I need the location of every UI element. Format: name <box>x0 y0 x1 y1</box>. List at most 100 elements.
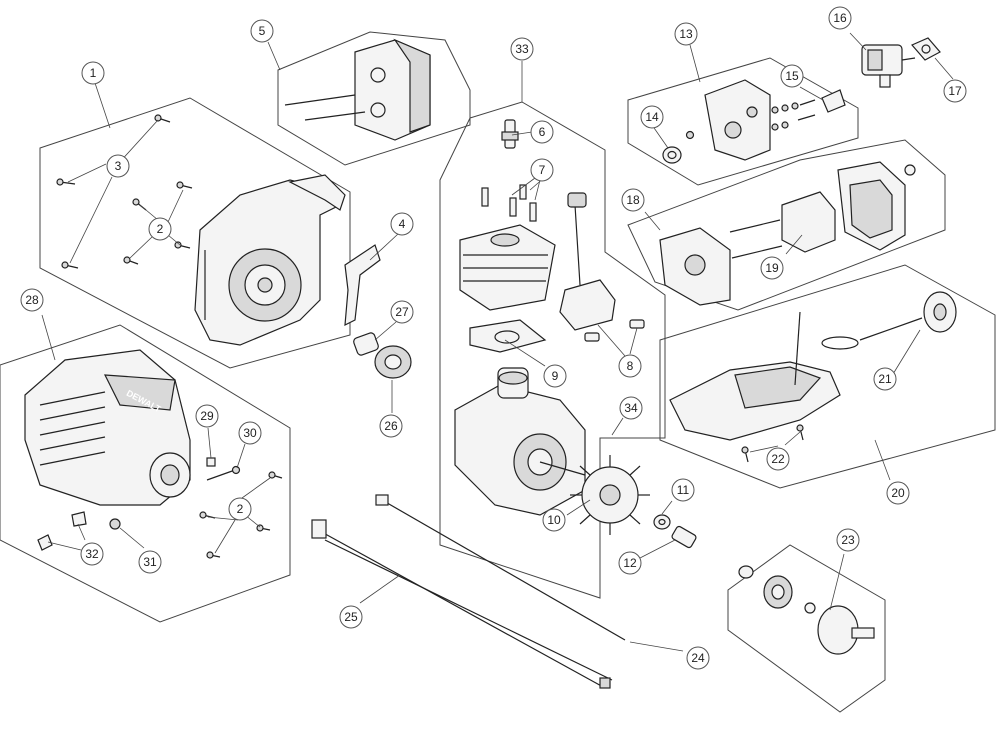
svg-text:2: 2 <box>237 502 244 516</box>
callout-30: 30 <box>238 421 262 445</box>
svg-text:24: 24 <box>691 651 705 665</box>
group-outline-fuel-tank <box>659 264 996 489</box>
callout-5: 5 <box>250 19 274 43</box>
svg-text:13: 13 <box>679 27 693 41</box>
callout-25: 25 <box>339 605 363 629</box>
air-filter-19-part <box>729 191 836 259</box>
callout-21: 21 <box>873 367 897 391</box>
screws-22-part <box>741 424 804 463</box>
callout-15: 15 <box>780 64 804 88</box>
group-outline-muffler <box>277 31 471 166</box>
muffler-shield-13-part <box>704 79 771 161</box>
callout-10: 10 <box>542 508 566 532</box>
callout-17: 17 <box>943 79 967 103</box>
callout-31: 31 <box>138 550 162 574</box>
leader-lines <box>41 32 954 652</box>
callout-23: 23 <box>836 528 860 552</box>
svg-text:4: 4 <box>399 217 406 231</box>
svg-text:33: 33 <box>515 42 529 56</box>
callout-6: 6 <box>530 120 554 144</box>
crankcase-part <box>454 367 586 516</box>
svg-text:30: 30 <box>243 426 257 440</box>
svg-text:16: 16 <box>833 11 847 25</box>
callout-2-lower: 2 <box>228 497 252 521</box>
fuel-tank-20-part <box>669 311 841 441</box>
air-filter-cover-part <box>837 161 916 251</box>
coil-26-part <box>374 345 412 379</box>
callout-16: 16 <box>828 6 852 30</box>
air-filter-base-18-part <box>659 227 731 306</box>
group-outline-fan-housing <box>0 324 291 623</box>
callout-27: 27 <box>390 300 414 324</box>
callout-28: 28 <box>20 288 44 312</box>
callout-12: 12 <box>618 551 642 575</box>
gasket-17-part <box>911 37 941 61</box>
gasket-15-part <box>821 89 846 113</box>
callout-20: 20 <box>886 481 910 505</box>
gasket-9-part <box>469 319 547 353</box>
callout-22: 22 <box>766 447 790 471</box>
nut-31-part <box>109 518 121 530</box>
svg-text:23: 23 <box>841 533 855 547</box>
throttle-cable-25-part <box>311 519 613 689</box>
washer-11-part <box>653 514 671 530</box>
svg-text:6: 6 <box>539 125 546 139</box>
callout-3: 3 <box>106 154 130 178</box>
callout-33: 33 <box>510 37 534 61</box>
svg-text:21: 21 <box>878 372 892 386</box>
svg-text:9: 9 <box>552 369 559 383</box>
nut-12-part <box>671 525 697 549</box>
throttle-cable-24-part <box>375 494 626 641</box>
svg-text:3: 3 <box>115 159 122 173</box>
callout-26: 26 <box>379 414 403 438</box>
callout-18: 18 <box>621 188 645 212</box>
group-outline-clutch <box>727 544 886 713</box>
starter-housing-part <box>194 174 346 346</box>
bolt-30-part <box>206 465 241 481</box>
svg-text:10: 10 <box>547 513 561 527</box>
callout-29: 29 <box>195 404 219 428</box>
svg-text:20: 20 <box>891 486 905 500</box>
svg-text:19: 19 <box>765 261 779 275</box>
callout-19: 19 <box>760 256 784 280</box>
group-outline-starter-housing <box>39 97 351 369</box>
svg-text:15: 15 <box>785 69 799 83</box>
clips-32-part <box>37 511 87 551</box>
svg-text:5: 5 <box>259 24 266 38</box>
callout-9: 9 <box>543 364 567 388</box>
svg-text:11: 11 <box>677 483 690 497</box>
svg-text:29: 29 <box>200 409 214 423</box>
clutch-23-part <box>738 565 875 655</box>
svg-text:18: 18 <box>626 193 640 207</box>
pin-29-part <box>206 457 216 467</box>
group-outline-muffler-shield <box>627 57 859 186</box>
muffler-part <box>284 38 431 141</box>
callout-4: 4 <box>390 212 414 236</box>
screws-group-2-3 <box>56 114 193 269</box>
carburetor-16-part <box>861 44 916 88</box>
ignition-coil-8-part <box>559 192 645 342</box>
callout-34: 34 <box>619 396 643 420</box>
callout-24: 24 <box>686 646 710 670</box>
flywheel-10-part <box>570 455 650 535</box>
gasket-4-part <box>344 244 381 327</box>
svg-text:27: 27 <box>395 305 409 319</box>
svg-text:32: 32 <box>85 547 99 561</box>
svg-text:28: 28 <box>25 293 39 307</box>
bolts-7-part <box>481 184 537 222</box>
callout-2-upper: 2 <box>148 217 172 241</box>
svg-text:7: 7 <box>539 163 546 177</box>
callout-8: 8 <box>618 354 642 378</box>
small-hardware-13 <box>685 99 816 140</box>
svg-text:26: 26 <box>384 419 398 433</box>
bushing-27-part <box>353 332 379 356</box>
svg-text:17: 17 <box>948 84 962 98</box>
svg-text:25: 25 <box>344 610 358 624</box>
svg-text:31: 31 <box>143 555 157 569</box>
svg-text:12: 12 <box>623 556 637 570</box>
callout-7: 7 <box>530 158 554 182</box>
svg-text:34: 34 <box>624 401 638 415</box>
fuel-cap-21-part <box>821 291 957 350</box>
callout-14: 14 <box>640 105 664 129</box>
